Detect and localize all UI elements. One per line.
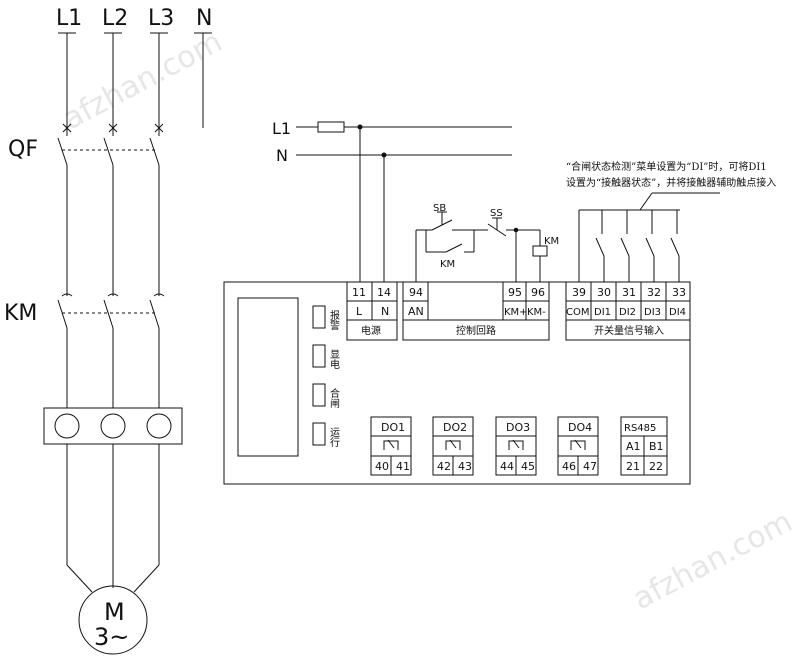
power-terminal-11: 11 (352, 286, 366, 299)
do2-terminal-42: 42 (437, 460, 451, 473)
rs485-signal-a1: A1 (626, 440, 641, 453)
rs485-block (620, 416, 668, 476)
di-terminal-39: 39 (572, 286, 586, 299)
breaker-label: QF (8, 137, 38, 162)
do1-name: DO1 (381, 421, 405, 434)
do-blocks (370, 416, 599, 476)
di-terminal-31: 31 (622, 286, 636, 299)
contactor-label: KM (4, 301, 37, 326)
indicator-closed: 合闸 (328, 387, 340, 409)
phase-n-label: N (196, 6, 212, 31)
di-terminal-30: 30 (597, 286, 611, 299)
do1-terminal-41: 41 (396, 460, 410, 473)
rs485-terminal-22: 22 (649, 460, 663, 473)
note-line-2: 设置为“接触器状态”，并将接触器辅助触点接入 (566, 176, 776, 189)
note-line-1: “合闸状态检测”菜单设置为“DI”时，可将DI1 (566, 160, 767, 173)
control-signal-an: AN (408, 305, 424, 318)
sb-label: SB (433, 203, 446, 214)
power-signal-n: N (381, 305, 389, 318)
watermark-bottom: afzhan.com (627, 504, 798, 617)
control-block-label: 控制回路 (456, 324, 496, 337)
phase-l3-label: L3 (148, 6, 174, 31)
main-circuit (43, 32, 212, 655)
di-terminal-33: 33 (672, 286, 686, 299)
di-signal-di2: DI2 (619, 307, 636, 318)
phase-l1-label: L1 (56, 6, 82, 31)
do1-terminal-40: 40 (375, 460, 389, 473)
watermark-top: afzhan.com (57, 24, 228, 137)
power-terminal-block (346, 281, 398, 341)
control-terminal-block (402, 281, 550, 341)
di-terminal-32: 32 (647, 286, 661, 299)
do3-name: DO3 (506, 421, 530, 434)
do2-terminal-43: 43 (458, 460, 472, 473)
control-terminal-95: 95 (508, 286, 522, 299)
di-signal-com: COM (566, 307, 589, 318)
rs485-name: RS485 (624, 423, 656, 434)
do4-terminal-46: 46 (562, 460, 576, 473)
power-terminal-14: 14 (377, 286, 391, 299)
supply-lines (296, 121, 512, 282)
switch-input-block-label: 开关量信号输入 (594, 324, 664, 337)
di-signal-di3: DI3 (644, 307, 661, 318)
phase-l2-label: L2 (102, 6, 128, 31)
km-coil-label: KM (544, 236, 559, 247)
indicator-running: 运行 (328, 427, 340, 448)
ss-label: SS (490, 208, 503, 219)
do3-terminal-45: 45 (521, 460, 535, 473)
switch-input-terminal-block (565, 281, 691, 341)
motor-type: 3~ (94, 623, 129, 651)
do4-terminal-47: 47 (583, 460, 597, 473)
indicator-alarm: 报警 (328, 309, 340, 330)
motor-label: M (104, 598, 125, 626)
do2-name: DO2 (443, 421, 467, 434)
di-signal-di1: DI1 (594, 307, 611, 318)
supply-n-label: N (276, 146, 288, 165)
di-input-wiring (578, 192, 720, 282)
do3-terminal-44: 44 (500, 460, 514, 473)
control-circuit (415, 211, 548, 282)
power-signal-l: L (356, 305, 363, 318)
rs485-terminal-21: 21 (626, 460, 640, 473)
indicator-power: 显电 (328, 349, 340, 369)
do4-name: DO4 (568, 421, 592, 434)
control-signal-km-minus: KM- (527, 307, 546, 318)
control-signal-km-plus: KM+ (504, 307, 528, 318)
supply-l1-label: L1 (272, 119, 291, 138)
di-signal-di4: DI4 (669, 307, 686, 318)
power-block-label: 电源 (361, 324, 381, 337)
control-terminal-96: 96 (531, 286, 545, 299)
km-contact-label: KM (440, 259, 455, 270)
rs485-signal-b1: B1 (649, 440, 664, 453)
control-terminal-94: 94 (409, 286, 423, 299)
